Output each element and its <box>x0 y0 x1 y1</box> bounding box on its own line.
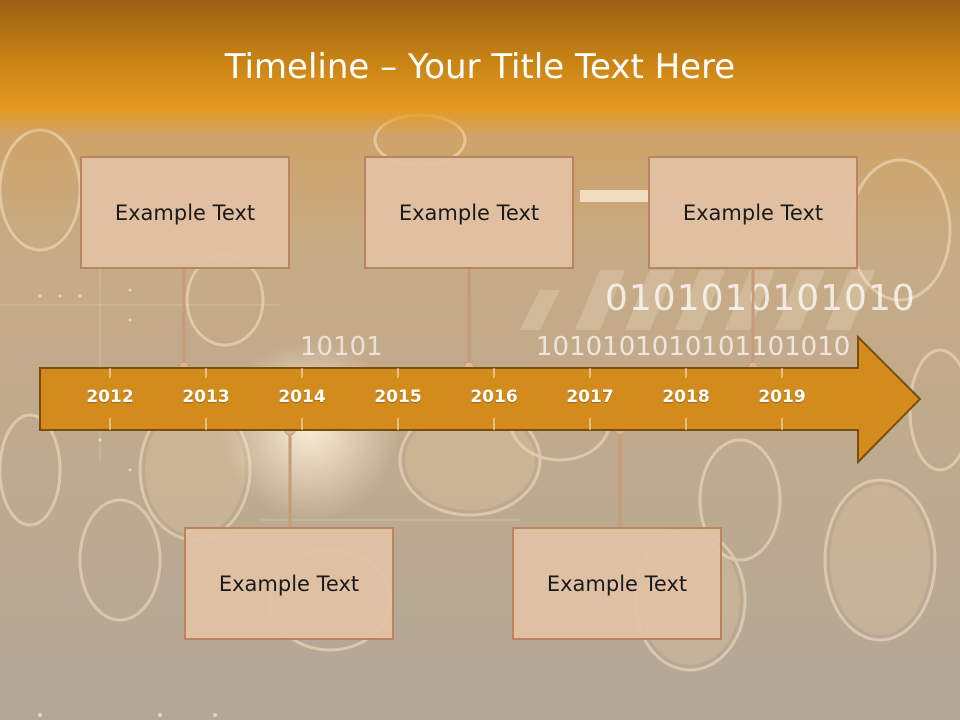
year-label: 2014 <box>278 387 326 407</box>
event-text: Example Text <box>218 571 360 596</box>
binary-text-small: 10101 <box>300 332 383 362</box>
event-text: Example Text <box>398 200 540 225</box>
event-box-bottom[interactable]: Example Text <box>512 527 722 640</box>
year-label: 2018 <box>662 387 710 407</box>
slide-title: Timeline – Your Title Text Here <box>224 47 736 87</box>
event-text: Example Text <box>546 571 688 596</box>
event-box-top[interactable]: Example Text <box>80 156 290 269</box>
event-text: Example Text <box>682 200 824 225</box>
event-box-top[interactable]: Example Text <box>648 156 858 269</box>
event-text: Example Text <box>114 200 256 225</box>
year-label: 2012 <box>86 387 134 407</box>
binary-text-medium: 1010101010101101010 <box>536 332 851 362</box>
title-band <box>0 0 960 135</box>
event-box-top[interactable]: Example Text <box>364 156 574 269</box>
year-label: 2019 <box>758 387 806 407</box>
event-box-bottom[interactable]: Example Text <box>184 527 394 640</box>
year-label: 2017 <box>566 387 614 407</box>
year-label: 2016 <box>470 387 518 407</box>
binary-text-large: 0101010101010 <box>605 278 916 319</box>
year-label: 2013 <box>182 387 230 407</box>
year-label: 2015 <box>374 387 422 407</box>
